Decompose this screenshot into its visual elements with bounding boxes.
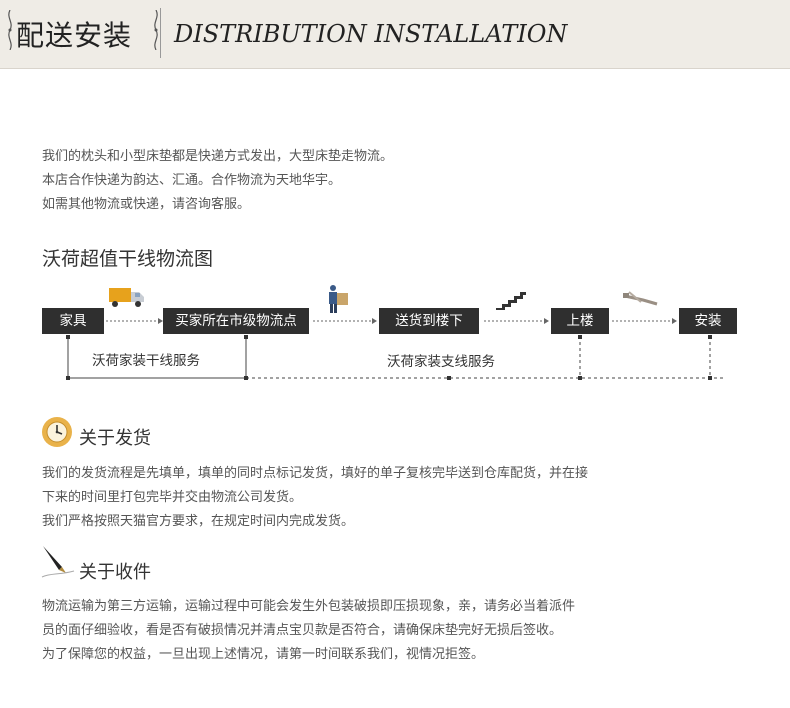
shipping-title: 关于发货: [79, 428, 151, 449]
ornament-left-icon: [6, 9, 14, 51]
porter-icon: [326, 284, 350, 318]
ornament-right-icon: [152, 9, 160, 51]
flow-title: 沃荷超值干线物流图: [42, 248, 214, 270]
shipping-line-1: 我们的发货流程是先填单，填单的同时点标记发货，填好的单子复核完毕送到仓库配货，并…: [42, 466, 589, 481]
header-banner: [0, 0, 790, 68]
truck-icon: [108, 285, 146, 313]
shipping-line-2: 下来的时间里打包完毕并交由物流公司发货。: [42, 490, 303, 505]
flow-step-city-station: 买家所在市级物流点: [163, 308, 309, 334]
stairs-icon: [496, 292, 526, 314]
intro-line-2: 本店合作快递为韵达、汇通。合作物流为天地华宇。: [42, 173, 342, 188]
branch-service-label: 沃荷家装支线服务: [387, 354, 495, 370]
page-title-en: DISTRIBUTION INSTALLATION: [174, 20, 568, 48]
flow-diagram-lines: [66, 318, 726, 380]
intro-line-3: 如需其他物流或快递，请咨询客服。: [42, 197, 251, 212]
intro-line-1: 我们的枕头和小型床垫都是快递方式发出，大型床垫走物流。: [42, 149, 394, 164]
receiving-title: 关于收件: [79, 562, 151, 583]
clock-icon: [40, 415, 74, 453]
pen-icon: [40, 543, 76, 583]
flow-step-deliver-downstairs: 送货到楼下: [379, 308, 479, 334]
trunk-service-label: 沃荷家装干线服务: [92, 353, 200, 369]
page-title-cn: 配送安装: [16, 19, 133, 52]
receiving-line-1: 物流运输为第三方运输，运输过程中可能会发生外包装破损即压损现象，亲，请务必当着派…: [42, 599, 576, 614]
flow-step-furniture: 家具: [42, 308, 104, 334]
flow-step-install: 安装: [679, 308, 737, 334]
header-separator: [160, 8, 161, 58]
shipping-line-3: 我们严格按照天猫官方要求，在规定时间内完成发货。: [42, 514, 355, 529]
tools-icon: [623, 290, 659, 312]
header-divider: [0, 68, 790, 69]
flow-step-upstairs: 上楼: [551, 308, 609, 334]
receiving-line-2: 员的面仔细验收，看是否有破损情况并清点宝贝款是否符合，请确保床垫完好无损后签收。: [42, 623, 563, 638]
receiving-line-3: 为了保障您的权益，一旦出现上述情况，请第一时间联系我们，视情况拒签。: [42, 647, 485, 662]
